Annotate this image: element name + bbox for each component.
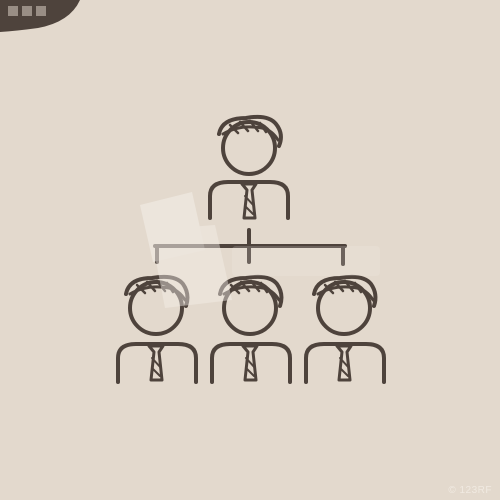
leader-figure	[208, 114, 290, 220]
member-figure-middle	[210, 274, 292, 384]
corner-logo-badge-icon	[0, 0, 80, 32]
footer-credit: © 123RF	[448, 485, 492, 496]
hierarchy-connector	[153, 228, 347, 266]
member-figure-left	[116, 274, 198, 384]
member-figure-right	[304, 274, 386, 384]
